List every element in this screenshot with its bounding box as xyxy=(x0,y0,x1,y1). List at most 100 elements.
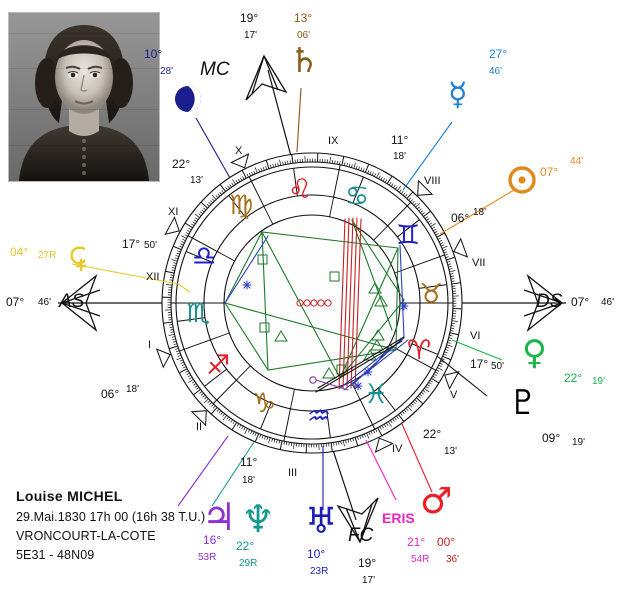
sign-scorpio: ♏ xyxy=(186,298,211,329)
axis-min-ds: 46' xyxy=(601,297,615,308)
subject-birth-place: VRONCOURT-LA-COTE xyxy=(16,529,156,543)
sign-gemini: ♊ xyxy=(396,220,421,251)
axis-label-ds: DS xyxy=(536,291,563,312)
house-label-vi: VI xyxy=(470,330,481,342)
uranus-min: 23R xyxy=(310,566,329,577)
sign-virgo: ♍ xyxy=(229,190,254,221)
planet-pointer-lines xyxy=(71,87,515,510)
moon-min: 28' xyxy=(160,66,174,77)
ceres-deg: 04° xyxy=(10,245,29,259)
house-label-xii: XII xyxy=(146,271,160,283)
saturn-min: 06' xyxy=(297,30,311,41)
sign-libra: ♎ xyxy=(192,241,217,272)
axis-min-as: 46' xyxy=(38,297,52,308)
venus-icon: ♀ xyxy=(522,333,547,373)
neptune-deg: 22° xyxy=(236,539,255,553)
axis-deg-mc: 19° xyxy=(240,11,259,25)
moon-deg: 10° xyxy=(144,47,163,61)
eris-deg: 21° xyxy=(407,535,426,549)
cusp-min-vi: 50' xyxy=(491,361,505,372)
subject-name: Louise MICHEL xyxy=(16,488,123,504)
mercury-min: 46' xyxy=(489,66,503,77)
pluto-deg: 09° xyxy=(542,431,561,445)
descendant-arrow xyxy=(523,274,564,332)
axis-min-fc: 17' xyxy=(362,575,376,586)
saturn-deg: 13° xyxy=(294,11,313,25)
house-label-v: V xyxy=(450,389,458,401)
axis-label-as: AS xyxy=(59,291,85,312)
cusp-min-v: 13' xyxy=(444,446,458,457)
axis-label-mc: MC xyxy=(200,59,230,80)
ceres-min: 27R xyxy=(38,250,57,261)
eris-min: 54R xyxy=(411,554,430,565)
house-label-vii: VII xyxy=(472,257,486,269)
saturn-icon: ♄ xyxy=(289,41,320,81)
house-label-ix: IX xyxy=(328,135,339,147)
portrait-photo xyxy=(8,12,160,182)
axis-deg-as: 07° xyxy=(6,295,25,309)
cusp-min-ix: 18' xyxy=(393,151,407,162)
house-label-viii: VIII xyxy=(424,175,441,187)
axis-label-fc: FC xyxy=(348,525,374,546)
jupiter-icon: ♃ xyxy=(202,495,237,539)
subject-birth-datetime: 29.Mai.1830 17h 00 (16h 38 T.U.) xyxy=(16,510,206,524)
cusp-deg-viii: 06° xyxy=(451,211,470,225)
mars-icon: ♂ xyxy=(420,481,453,522)
sign-leo: ♌ xyxy=(288,174,313,205)
cusp-min-viii: 18' xyxy=(473,207,487,218)
ceres-icon xyxy=(70,246,87,271)
sign-pisces: ♓ xyxy=(364,379,389,410)
uranus-deg: 10° xyxy=(307,547,326,561)
sign-sagittarius: ♐ xyxy=(206,350,231,381)
sign-taurus: ♉ xyxy=(419,279,444,310)
jupiter-min: 53R xyxy=(198,552,217,563)
venus-min: 19' xyxy=(592,376,606,387)
cusp-min-xii: 50' xyxy=(144,240,158,251)
cusp-deg-v: 22° xyxy=(423,427,442,441)
moon-icon xyxy=(175,86,201,112)
sun-icon xyxy=(508,166,536,194)
sign-aries: ♈ xyxy=(407,335,432,366)
uranus-icon: ♅ xyxy=(305,501,338,542)
imum-coeli-arrow xyxy=(336,497,379,544)
sun-min: 44' xyxy=(570,156,584,167)
house-label-xi: XI xyxy=(168,206,179,218)
axis-min-mc: 17' xyxy=(244,30,258,41)
eris-label: ERIS xyxy=(382,510,415,526)
mars-min: 36' xyxy=(446,554,460,565)
neptune-icon: ♆ xyxy=(241,497,276,541)
sign-aquarius: ♒ xyxy=(307,401,332,432)
sign-capricorn: ♑ xyxy=(252,388,277,419)
jupiter-deg: 16° xyxy=(203,533,222,547)
cusp-deg-iii: 11° xyxy=(240,455,258,469)
mercury-deg: 27° xyxy=(489,47,508,61)
ascendant-arrow xyxy=(60,274,101,332)
house-label-i: I xyxy=(148,339,152,351)
house-label-iv: IV xyxy=(392,443,403,455)
venus-deg: 22° xyxy=(564,371,583,385)
house-label-x: X xyxy=(235,145,243,157)
cusp-deg-ix: 11° xyxy=(391,133,409,147)
mars-deg: 00° xyxy=(437,535,456,549)
cusp-deg-ii: 06° xyxy=(101,387,120,401)
sun-deg: 07° xyxy=(540,165,559,179)
cusp-deg-vi: 17° xyxy=(470,357,489,371)
house-label-iii: III xyxy=(288,467,298,479)
sign-cancer: ♋ xyxy=(345,181,370,212)
cusp-deg-xi: 22° xyxy=(172,157,191,171)
chart-caption: Louise MICHEL 29.Mai.1830 17h 00 (16h 38… xyxy=(16,488,266,567)
cusp-deg-xii: 17° xyxy=(122,237,141,251)
midheaven-arrow xyxy=(245,54,288,101)
neptune-min: 29R xyxy=(239,558,258,569)
conjunction-markers xyxy=(296,299,332,307)
axis-deg-fc: 19° xyxy=(358,556,377,570)
house-label-ii: II xyxy=(196,421,203,433)
axis-deg-ds: 07° xyxy=(571,295,590,309)
cusp-min-xi: 13' xyxy=(190,175,204,186)
cusp-min-ii: 18' xyxy=(126,384,140,395)
pluto-min: 19' xyxy=(572,437,586,448)
pluto-icon: ♇ xyxy=(508,383,539,423)
aspect-lines xyxy=(224,217,409,393)
